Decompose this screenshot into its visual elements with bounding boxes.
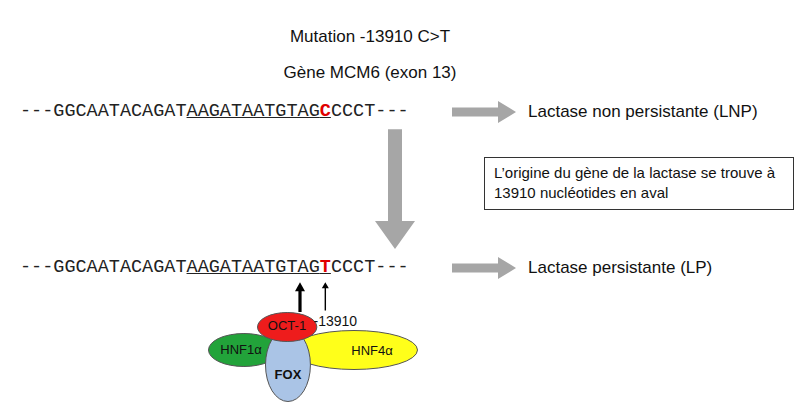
binding-arrow [295, 282, 305, 312]
sequence-flank: ---GGCAATACAGAT [20, 257, 187, 278]
snp-base: C [320, 101, 331, 122]
protein-name: HNF4α [351, 343, 392, 359]
gene-name: Gène MCM6 (exon 13) [284, 63, 457, 83]
binding-site: AAGATAATGTAG [187, 101, 320, 122]
dna-sequence: ---GGCAATACAGATAAGATAATGTAGCCCCT--- [20, 101, 409, 123]
sequence-flank: ---GGCAATACAGAT [20, 101, 187, 122]
position-label: -13910 [314, 313, 358, 330]
title: Mutation -13910 C>T [290, 27, 450, 47]
note-text: L’origine du gène de la lactase se trouv… [494, 163, 784, 204]
sequence-flank: CCCT--- [331, 257, 409, 278]
mutation-arrow [375, 129, 415, 249]
note-box: L’origine du gène de la lactase se trouv… [484, 157, 794, 210]
protein-name: OCT-1 [268, 318, 306, 334]
dna-sequence: ---GGCAATACAGATAAGATAATGTAGTCCCT--- [20, 257, 409, 279]
result-arrow [452, 101, 516, 123]
binding-site: AAGATAATGTAG [187, 257, 320, 278]
sequence-flank: CCCT--- [331, 101, 409, 122]
protein-name: FOX [275, 367, 302, 383]
protein-oct1: OCT-1 [257, 312, 317, 342]
phenotype-label: Lactase persistante (LP) [528, 258, 712, 278]
phenotype-label: Lactase non persistante (LNP) [528, 102, 758, 122]
protein-outline [257, 313, 316, 342]
result-arrow [452, 257, 516, 279]
position-pointer [322, 282, 329, 310]
snp-base: T [320, 257, 331, 278]
protein-name: HNF1α [220, 342, 261, 358]
